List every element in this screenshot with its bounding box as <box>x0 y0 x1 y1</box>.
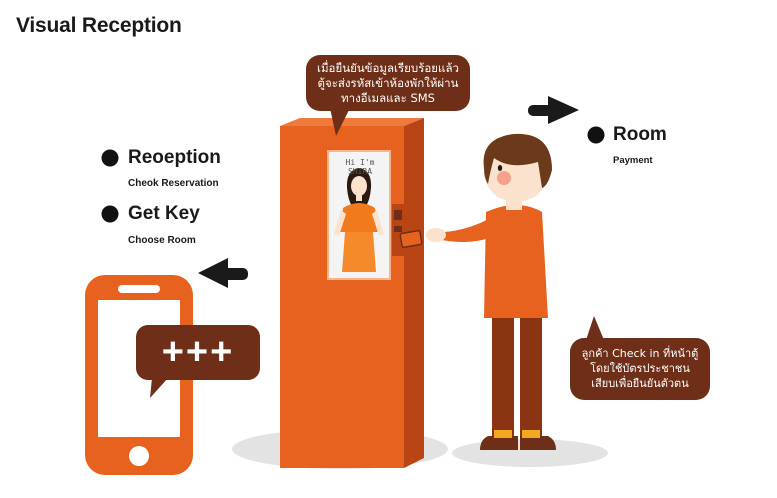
guest-bubble-text: ลูกค้า Check in ที่หน้าตู้ โดยใช้บัตรประ… <box>573 346 707 391</box>
step-room-sub: Payment <box>613 155 653 166</box>
step-get-key-label: Get Key <box>128 203 200 224</box>
guest-bubble-line: ลูกค้า Check in ที่หน้าตู้ <box>581 347 699 360</box>
bullet-room <box>587 126 605 144</box>
kiosk-speech-bubble <box>306 55 470 136</box>
bullet-reception <box>101 149 119 167</box>
arrow-left-icon <box>198 258 248 288</box>
step-reception-sub: Cheok Reservation <box>128 178 219 189</box>
guest-speech-bubble <box>570 316 710 400</box>
kiosk-machine <box>280 118 424 468</box>
arrow-right-icon <box>528 96 579 124</box>
step-room-label: Room <box>613 124 667 145</box>
kiosk-avatar <box>334 168 384 272</box>
kiosk-bubble-line: ทางอีเมลและ SMS <box>341 91 435 105</box>
kiosk-bubble-line: เมื่อยืนยันข้อมูลเรียบร้อยแล้ว <box>317 61 459 75</box>
kiosk-bubble-text: เมื่อยืนยันข้อมูลเรียบร้อยแล้ว ตู้จะส่งร… <box>309 61 467 106</box>
guest-bubble-line: เสียบเพื่อยืนยันตัวตน <box>591 377 689 390</box>
phone-message-text: +++ <box>161 331 235 373</box>
guest-character <box>426 133 556 450</box>
phone-message-bubble <box>136 325 260 398</box>
guest-bubble-line: โดยใช้บัตรประชาชน <box>590 362 690 375</box>
kiosk-screen-text: Hi I'm SHIRA <box>345 158 375 176</box>
step-reception-label: Reoeption <box>128 147 221 168</box>
bullet-get-key <box>101 205 119 223</box>
step-get-key-sub: Choose Room <box>128 235 196 246</box>
page-title: Visual Reception <box>16 14 182 37</box>
kiosk-bubble-line: ตู้จะส่งรหัสเข้าห้องพักให้ผ่าน <box>317 76 459 90</box>
